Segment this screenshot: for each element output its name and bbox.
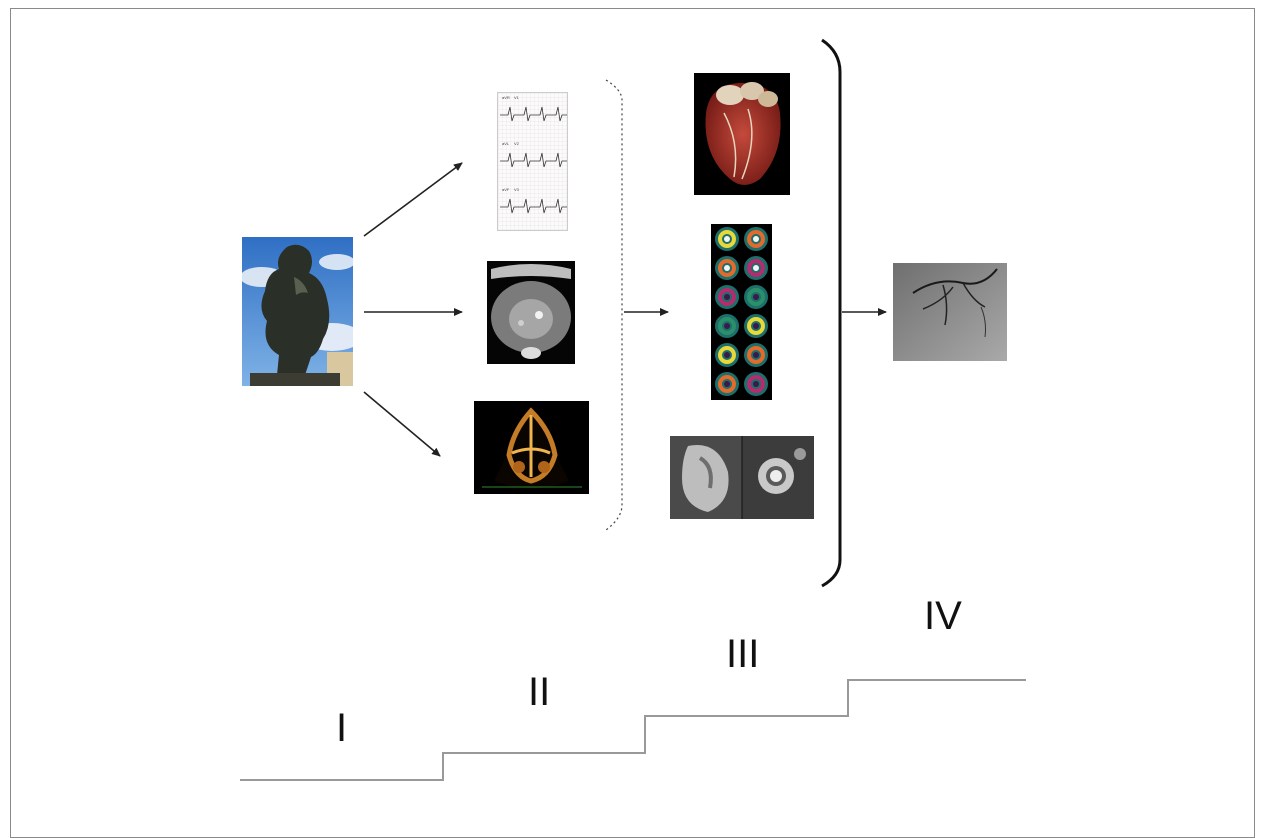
ct-3d-heart-image bbox=[694, 73, 790, 195]
dotted-bracket bbox=[605, 79, 623, 531]
ecg-lead-label: V1 bbox=[514, 95, 519, 100]
diagram-connectors bbox=[240, 38, 1026, 781]
stage-label-2: II bbox=[528, 670, 551, 714]
ecg-lead-label: aVL bbox=[502, 141, 510, 146]
cardiac-mri-image bbox=[670, 436, 814, 519]
ecg-lead-label: aVF bbox=[502, 187, 510, 192]
arrow-to-ecg bbox=[363, 162, 463, 237]
ecg-image: aVR V1 aVL V2 aVF V3 bbox=[497, 92, 568, 231]
spect-perfusion-image bbox=[711, 224, 772, 400]
echocardiogram-image bbox=[474, 401, 589, 494]
stage-label-1: I bbox=[336, 706, 348, 750]
stage-label-3: III bbox=[726, 632, 760, 676]
ecg-lead-label: V3 bbox=[514, 187, 519, 192]
ecg-lead-label: V2 bbox=[514, 141, 519, 146]
staircase-line bbox=[240, 679, 1026, 781]
arrow-to-echo bbox=[363, 391, 441, 457]
ct-axial-image bbox=[487, 261, 575, 364]
solid-bracket bbox=[821, 38, 842, 588]
coronary-angiogram-image bbox=[893, 263, 1007, 361]
stage-label-4: IV bbox=[924, 594, 962, 638]
figure-frame bbox=[10, 8, 1255, 838]
thinker-statue-image bbox=[242, 237, 353, 386]
ecg-lead-label: aVR bbox=[502, 95, 510, 100]
